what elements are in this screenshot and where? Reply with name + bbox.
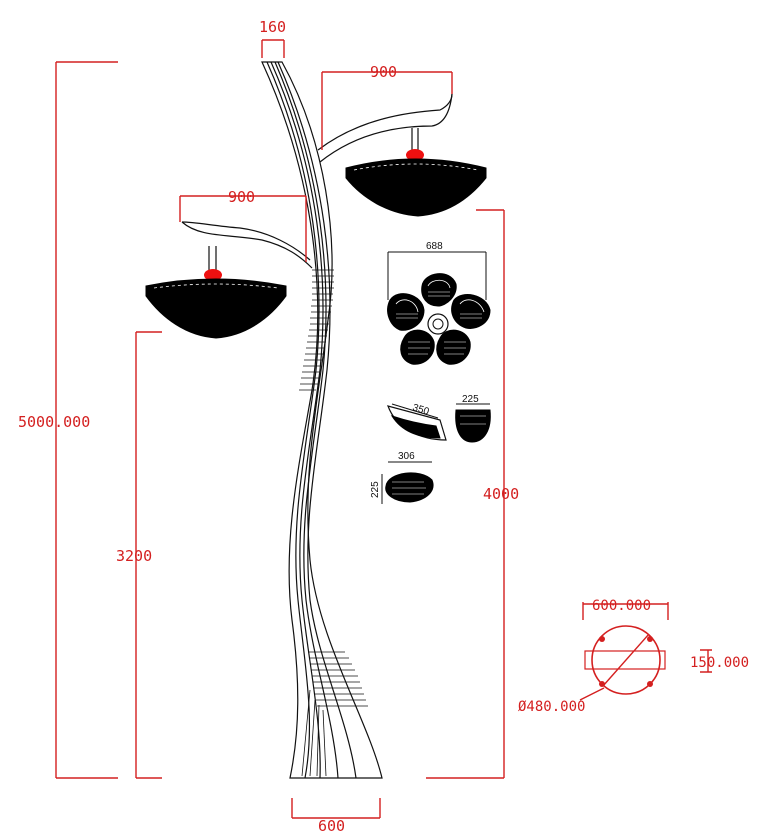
dim-total-height-label: 5000.000 [18, 413, 90, 431]
cluster-shade-3 [451, 294, 491, 329]
dim-cluster-width-label: 688 [426, 241, 443, 252]
cluster-hub [427, 313, 449, 335]
shade-side-view [387, 405, 447, 441]
lower-arm [181, 221, 313, 270]
cluster-shade-5 [436, 329, 471, 365]
dim-flange-width-label: 600.000 [592, 598, 651, 614]
pole-hatching-upper [299, 269, 334, 391]
dim-upper-arm-label: 900 [370, 63, 397, 81]
flange-bolt-hole-2 [647, 636, 653, 642]
cluster-shade-1 [421, 273, 457, 307]
flange-bolt-hole-1 [599, 636, 605, 642]
cluster-shade-4 [400, 329, 435, 365]
upper-lamp-shade [345, 149, 487, 217]
dim-bolt-circle-label: Ø480.000 [518, 699, 585, 715]
pole-hatching-lower [308, 651, 368, 707]
upper-arm [317, 93, 453, 163]
lower-lamp-cap [204, 269, 222, 281]
dim-top-width-label: 160 [259, 18, 286, 36]
dim-lower-arm-label: 900 [228, 188, 255, 206]
flange-bolt-hole-3 [599, 681, 605, 687]
lamp-cluster-plan [387, 273, 491, 365]
flange-bolt-hole-4 [647, 681, 653, 687]
base-flange [584, 625, 666, 695]
dim-shade-plan-width-label: 306 [398, 451, 415, 462]
cluster-dimension-lines [381, 251, 490, 504]
lower-lamp-shade [145, 269, 287, 339]
upper-lamp-cap [406, 149, 424, 161]
cluster-shade-2 [387, 293, 425, 331]
dim-shade-length-label: 350 [411, 402, 431, 418]
dim-base-width-label: 600 [318, 817, 345, 835]
shade-plan-view [385, 472, 434, 503]
dim-shade-plan-height-label: 225 [370, 481, 381, 498]
dim-flange-thickness-label: 150.000 [690, 655, 749, 671]
lamp-pole [261, 61, 383, 779]
pole-base-lines [301, 689, 327, 777]
dim-upper-lamp-height-label: 4000 [483, 485, 519, 503]
dim-lower-lamp-height-label: 3200 [116, 547, 152, 565]
dimension-lines [55, 39, 712, 819]
dim-shade-small-width-label: 225 [462, 394, 479, 405]
shade-front-view [455, 409, 491, 443]
